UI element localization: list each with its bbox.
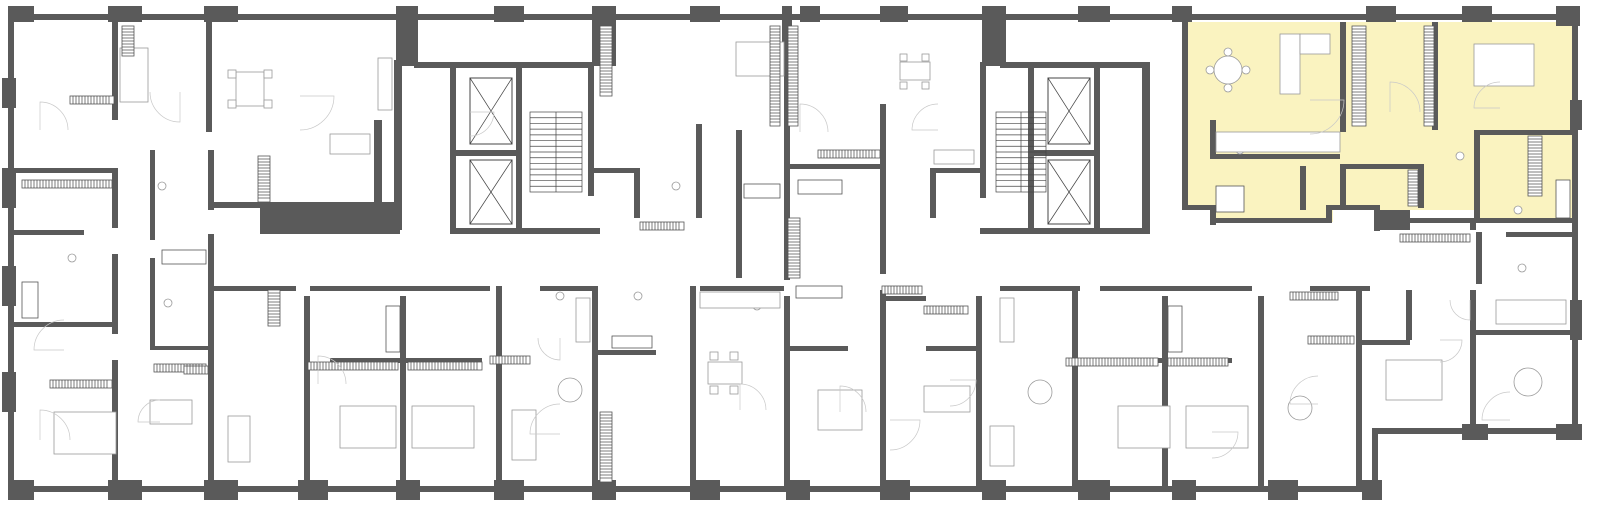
elevator-icon <box>469 159 513 225</box>
sofa-icon <box>227 33 1331 467</box>
staircase-icon <box>529 111 583 193</box>
staircases <box>529 111 1047 193</box>
bed-icon <box>53 41 1535 455</box>
dining-table-icon <box>227 69 273 109</box>
dining-table-icon <box>707 351 743 395</box>
kitchen-counter-icon <box>329 131 1567 343</box>
elevator-icon <box>1047 159 1091 225</box>
dining-table-icon <box>899 53 931 90</box>
elevator-shafts <box>469 77 1091 225</box>
elevator-icon <box>1047 77 1091 145</box>
wardrobe-icon <box>21 25 1543 483</box>
staircase-icon <box>995 111 1047 193</box>
round-table-icon <box>1205 47 1251 93</box>
round-table-icon <box>557 367 1543 421</box>
door-swings <box>33 81 1511 459</box>
elevator-icon <box>469 77 513 145</box>
interior-walls <box>14 22 1574 488</box>
bathtub-icon <box>21 179 1571 353</box>
furniture <box>21 25 1571 483</box>
